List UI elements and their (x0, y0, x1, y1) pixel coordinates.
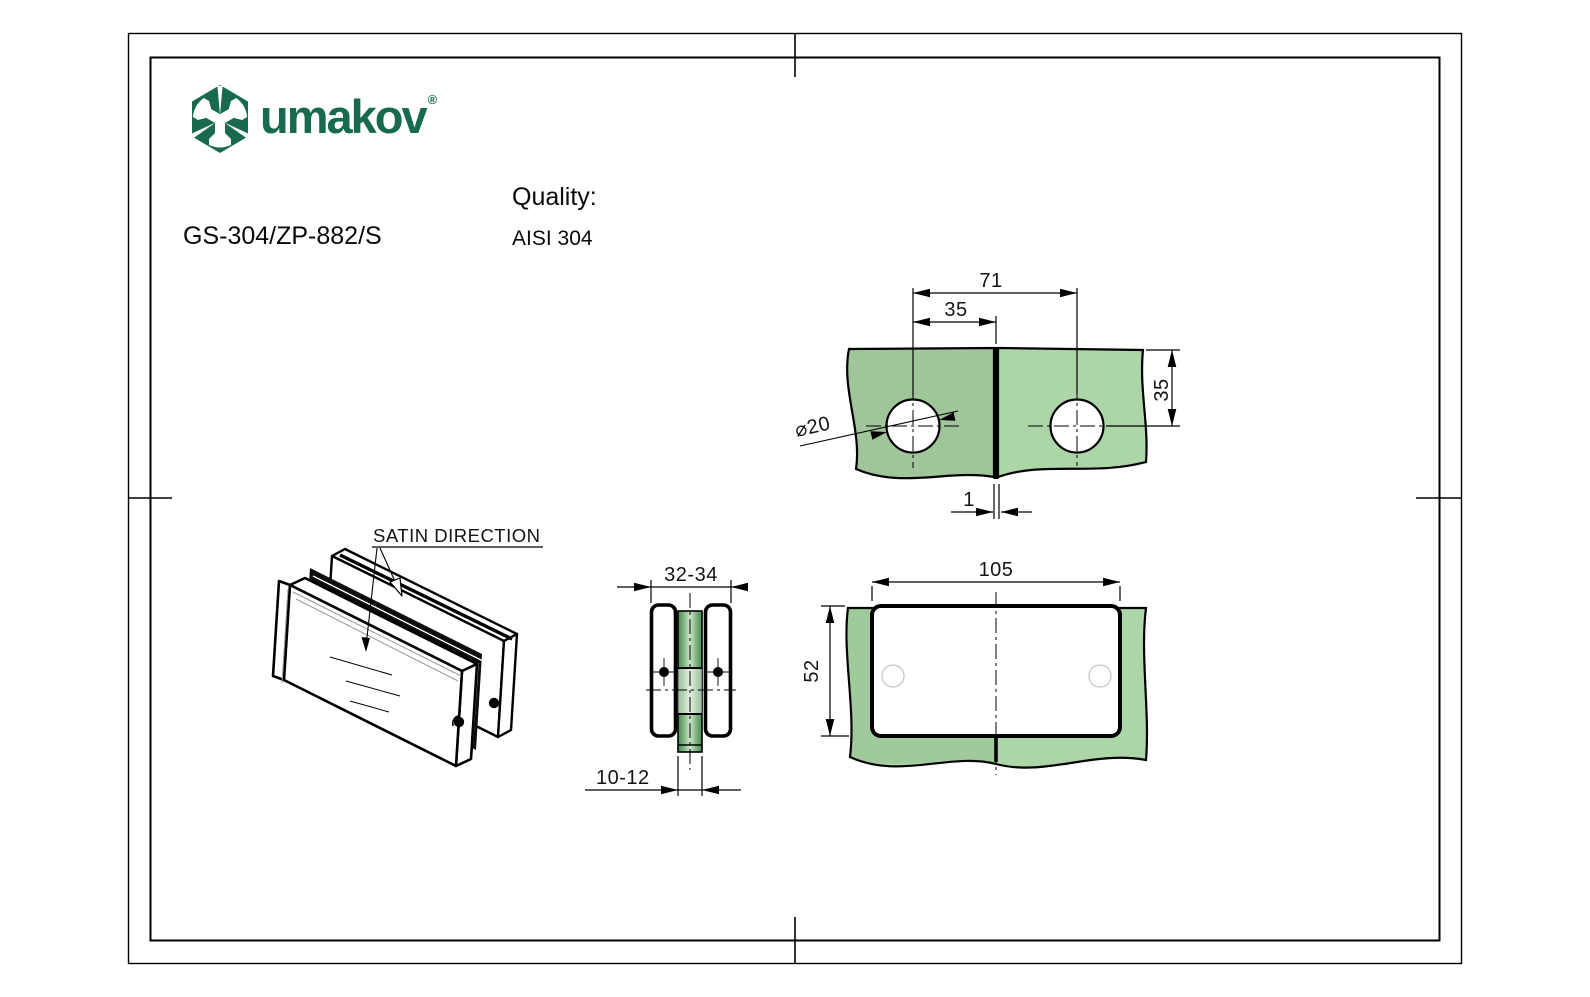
extension-lines (912, 288, 1180, 519)
satin-direction-label: SATIN DIRECTION (373, 525, 541, 546)
front-view: 105 52 (801, 559, 1149, 775)
side-centerlines (646, 593, 736, 770)
sheet-frame (127, 32, 1463, 965)
dim-edge-distance: 35 (1151, 378, 1173, 401)
screw-knob-back (488, 697, 500, 709)
dim-hole-offset: 35 (944, 299, 967, 321)
quality-label: Quality: (512, 183, 597, 211)
dim-hole-diameter: ⌀20 (793, 412, 833, 441)
satin-hatch-lines (329, 656, 401, 713)
front-plate (271, 576, 479, 768)
dim-clamp-length: 105 (979, 559, 1014, 581)
quality-value: AISI 304 (512, 227, 593, 250)
isometric-view: SATIN DIRECTION (271, 525, 543, 768)
side-view: 32-34 10-12 (585, 564, 748, 796)
brand-name: umakov (260, 90, 428, 143)
dim-glass-thickness: 10-12 (596, 767, 650, 789)
hole-layout-view: 71 35 35 ⌀20 1 (793, 270, 1180, 519)
screw-hint-right (1088, 664, 1112, 688)
part-number: GS-304/ZP-882/S (183, 222, 382, 250)
dim-clamp-width: 32-34 (664, 564, 718, 586)
diameter-leader (799, 410, 959, 447)
screw-knob-front (453, 716, 465, 728)
hole-right (1049, 398, 1105, 454)
chamfer-lines (281, 588, 462, 684)
dim-hole-span: 71 (979, 270, 1002, 292)
brand-logo: umakov ® (188, 84, 437, 154)
registered-mark: ® (427, 92, 438, 107)
screw-hint-left (881, 664, 905, 688)
dim-glass-gap: 1 (963, 489, 975, 511)
leader-to-glass-face (365, 547, 378, 647)
umakov-hexagon-icon (189, 85, 251, 153)
back-plate-groove (339, 553, 513, 641)
dim-clamp-height: 52 (801, 659, 823, 682)
side-screws (650, 658, 732, 686)
